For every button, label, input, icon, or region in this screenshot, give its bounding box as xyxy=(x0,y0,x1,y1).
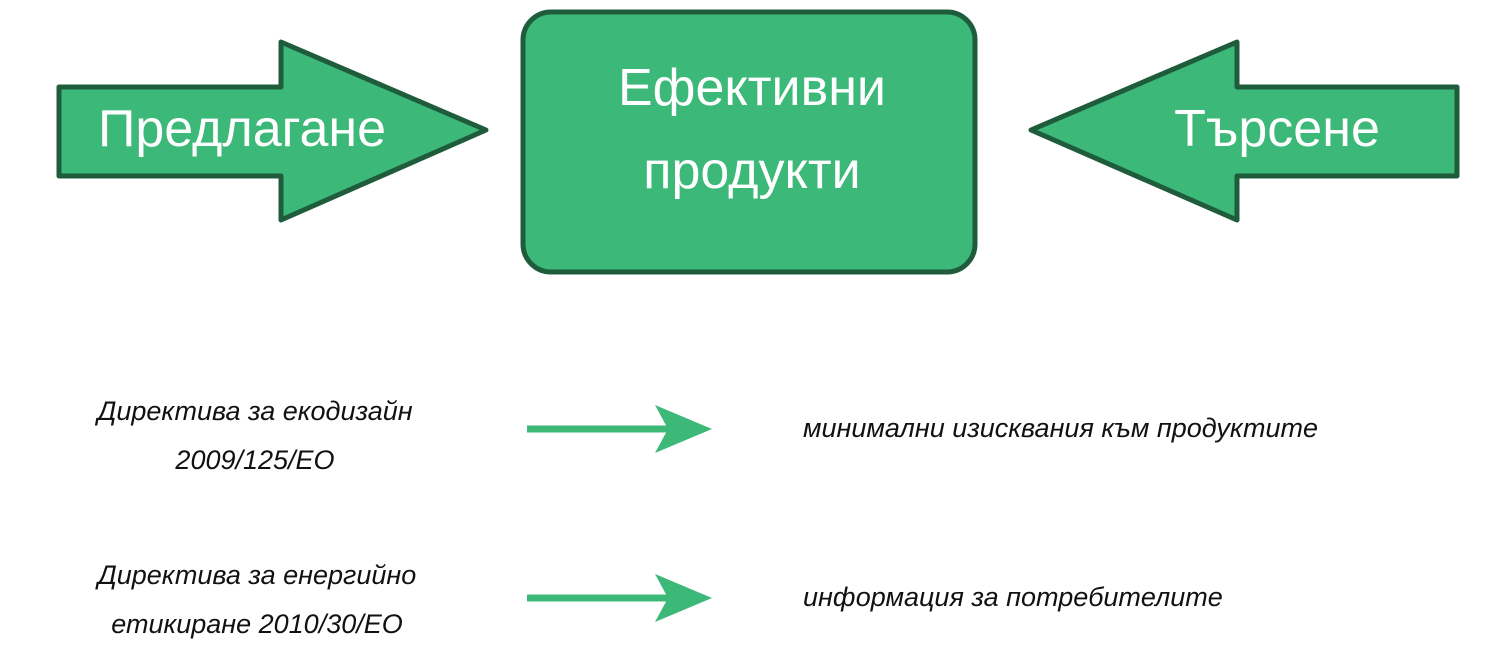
center-label-line1: Ефективни xyxy=(618,59,886,117)
row1-arrow-head xyxy=(655,405,712,453)
demand-arrow-shape xyxy=(1028,39,1460,223)
directive-energy-line2: етикиране 2010/30/ЕО xyxy=(111,609,403,639)
demand-label: Търсене xyxy=(1174,100,1380,158)
row2-arrow-icon xyxy=(527,574,712,622)
result-minimum-requirements: минимални изисквания към продуктите xyxy=(803,413,1318,443)
supply-arrow: Предлагане xyxy=(56,39,489,223)
directive-energy-line1: Директива за енергийно xyxy=(95,560,417,590)
directive-ecodesign-line1: Директива за екодизайн xyxy=(94,396,412,426)
demand-arrow: Търсене xyxy=(1028,39,1460,223)
result-consumer-information: информация за потребителите xyxy=(803,582,1223,612)
row2-arrow-head xyxy=(655,574,712,622)
directive-row-energy-labelling: Директива за енергийно етикиране 2010/30… xyxy=(95,560,1223,639)
effective-products-rect xyxy=(520,9,978,275)
directive-row-ecodesign: Директива за екодизайн 2009/125/ЕО миним… xyxy=(94,396,1318,475)
center-label-line2: продукти xyxy=(643,142,860,200)
directive-ecodesign-line2: 2009/125/ЕО xyxy=(174,445,334,475)
row1-arrow-icon xyxy=(527,405,712,453)
supply-label: Предлагане xyxy=(98,100,386,158)
supply-arrow-shape xyxy=(56,39,489,223)
effective-products-box: Ефективни продукти xyxy=(520,9,978,275)
